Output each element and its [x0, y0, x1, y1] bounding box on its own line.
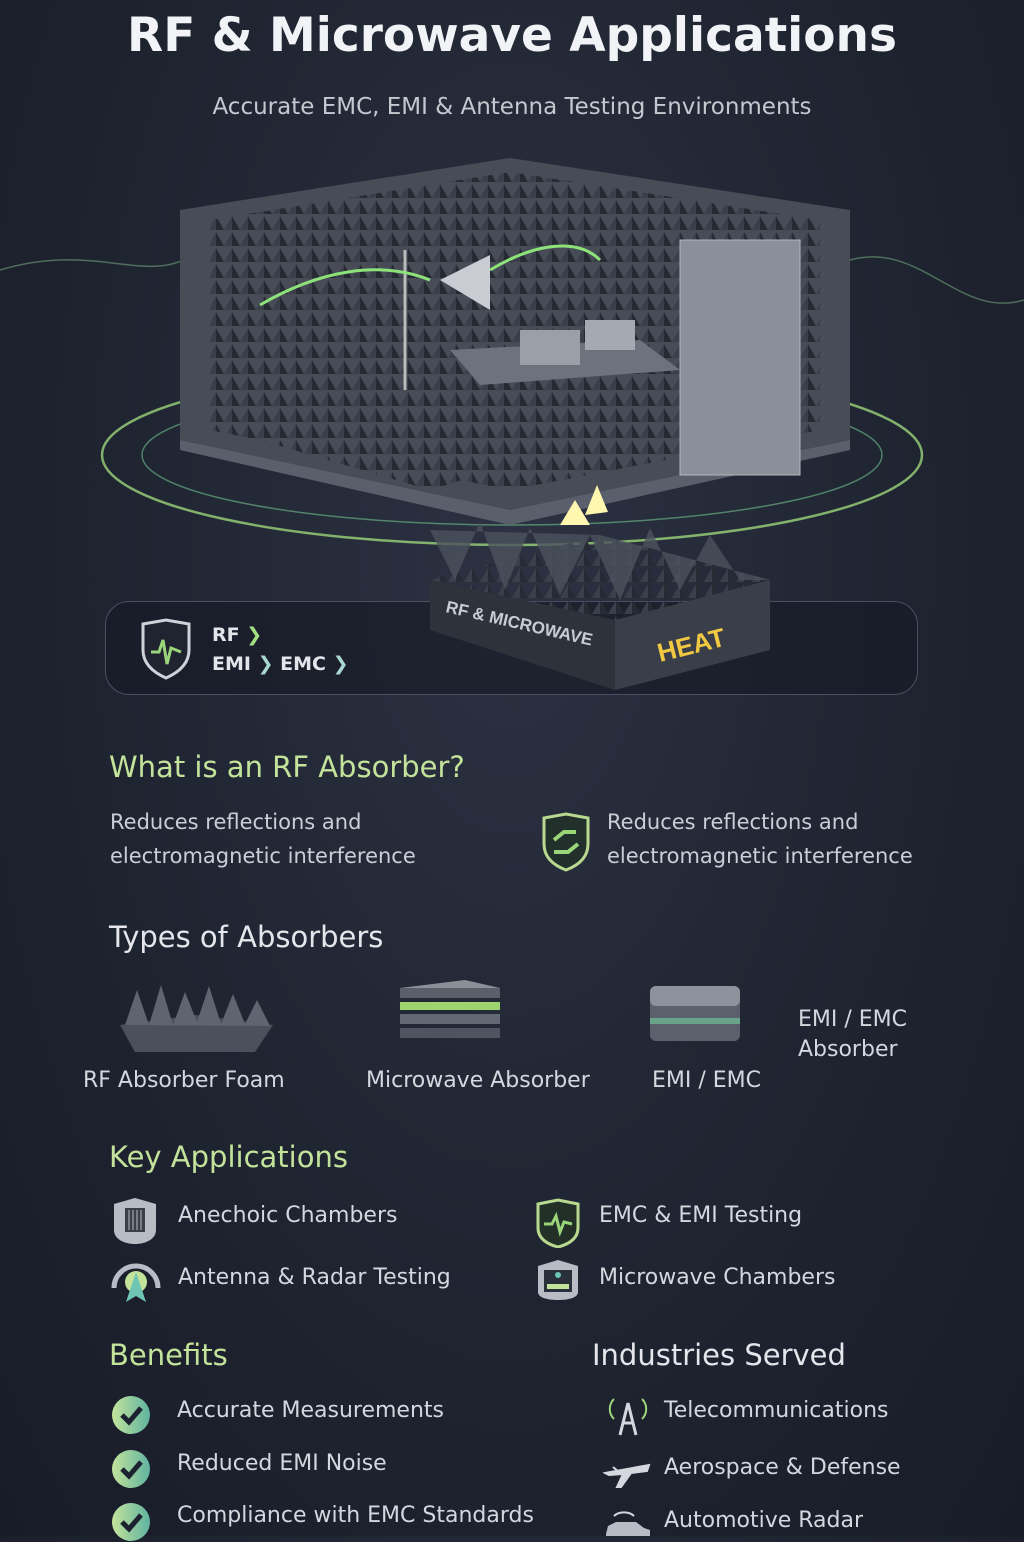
banner-rf: RF	[212, 624, 240, 646]
app-antenna-radar: Antenna & Radar Testing	[178, 1265, 451, 1290]
type-rf-foam: RF Absorber Foam	[83, 1068, 285, 1093]
check-icon	[112, 1503, 150, 1541]
industry-telecom: Telecommunications	[664, 1398, 889, 1423]
benefit-compliance: Compliance with EMC Standards	[177, 1503, 534, 1528]
airplane-icon	[603, 1463, 651, 1488]
types-heading: Types of Absorbers	[109, 920, 384, 954]
type-emi-emc: EMI / EMC	[652, 1068, 762, 1093]
rf-foam-image	[120, 985, 273, 1052]
benefit-accurate: Accurate Measurements	[177, 1398, 444, 1423]
app-anechoic: Anechoic Chambers	[178, 1203, 398, 1228]
benefit-reduced-emi: Reduced EMI Noise	[177, 1451, 387, 1476]
what-right-line1: Reduces reflections and	[607, 810, 859, 834]
what-left-line1: Reduces reflections and	[110, 810, 362, 834]
car-radar-icon	[606, 1511, 650, 1536]
chevron-right-icon: ❯	[246, 624, 263, 646]
emi-emc-absorber-image	[650, 986, 740, 1041]
app-emc-emi: EMC & EMI Testing	[599, 1203, 803, 1228]
check-icon	[112, 1396, 150, 1434]
type-microwave: Microwave Absorber	[366, 1068, 590, 1093]
what-left-line2: electromagnetic interference	[110, 844, 416, 868]
shield-heartbeat-icon	[536, 1198, 580, 1248]
cell-tower-icon	[608, 1398, 648, 1436]
type-extra-line1: EMI / EMC	[798, 1007, 908, 1032]
type-extra-line2: Absorber	[798, 1037, 898, 1062]
shield-heartbeat-icon	[141, 618, 191, 680]
shield-check-icon	[542, 812, 590, 872]
banner-emi: EMI	[212, 653, 251, 675]
microwave-chamber-icon	[538, 1260, 578, 1300]
antenna-radar-icon	[111, 1263, 161, 1302]
anechoic-chamber-icon	[114, 1198, 156, 1244]
chevron-right-icon: ❯	[332, 653, 349, 675]
banner-emc: EMC	[280, 653, 326, 675]
industries-heading: Industries Served	[592, 1338, 846, 1372]
what-heading: What is an RF Absorber?	[109, 750, 465, 784]
benefits-heading: Benefits	[109, 1338, 228, 1372]
check-icon	[112, 1450, 150, 1488]
microwave-absorber-image	[400, 980, 500, 1038]
industry-aerospace: Aerospace & Defense	[664, 1455, 901, 1480]
page-title: RF & Microwave Applications	[127, 8, 897, 63]
anechoic-chamber-illustration: RF & MICROWAVE HEAT	[0, 158, 1024, 690]
industry-automotive: Automotive Radar	[664, 1508, 864, 1533]
page-subtitle: Accurate EMC, EMI & Antenna Testing Envi…	[212, 94, 812, 120]
chevron-right-icon: ❯	[250, 653, 281, 675]
what-right-line2: electromagnetic interference	[607, 844, 913, 868]
applications-heading: Key Applications	[109, 1140, 348, 1174]
app-microwave-chambers: Microwave Chambers	[599, 1265, 836, 1290]
